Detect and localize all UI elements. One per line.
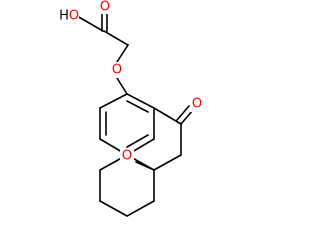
ketone-o-label: O (192, 97, 202, 112)
bond-acid-c-ch2 (103, 30, 129, 46)
bond-ketone-double-2 (176, 105, 190, 121)
bonds (76, 12, 194, 217)
acid-carbonyl-o-label: O (100, 0, 110, 15)
bond-ring-inner-2 (126, 134, 149, 148)
bond-ring-c1-c2 (126, 93, 155, 109)
bond-ch2-spiro-c (153, 154, 182, 171)
bond-ether-o-ring (116, 77, 128, 95)
bond-c4a-carbonyl-c (153, 107, 182, 125)
chemical-structure-diagram: H O O O O O (59, 0, 204, 217)
bond-ring-c6-c1 (99, 93, 128, 109)
bond-cyhex-3 (99, 200, 128, 217)
bond-ring-inner-1 (126, 100, 149, 113)
bond-ch2-ether-o (116, 44, 129, 63)
ether-o-label: O (112, 63, 122, 78)
hydroxyl-o-label: O (69, 9, 79, 24)
bond-cyhex-2 (126, 200, 155, 217)
bond-oh-c (76, 15, 104, 32)
bond-ketone-double-1 (180, 109, 194, 125)
hydroxyl-h-label: H (59, 9, 69, 24)
atom-labels: H O O O O O (59, 0, 204, 164)
ring-o-label: O (122, 149, 132, 164)
